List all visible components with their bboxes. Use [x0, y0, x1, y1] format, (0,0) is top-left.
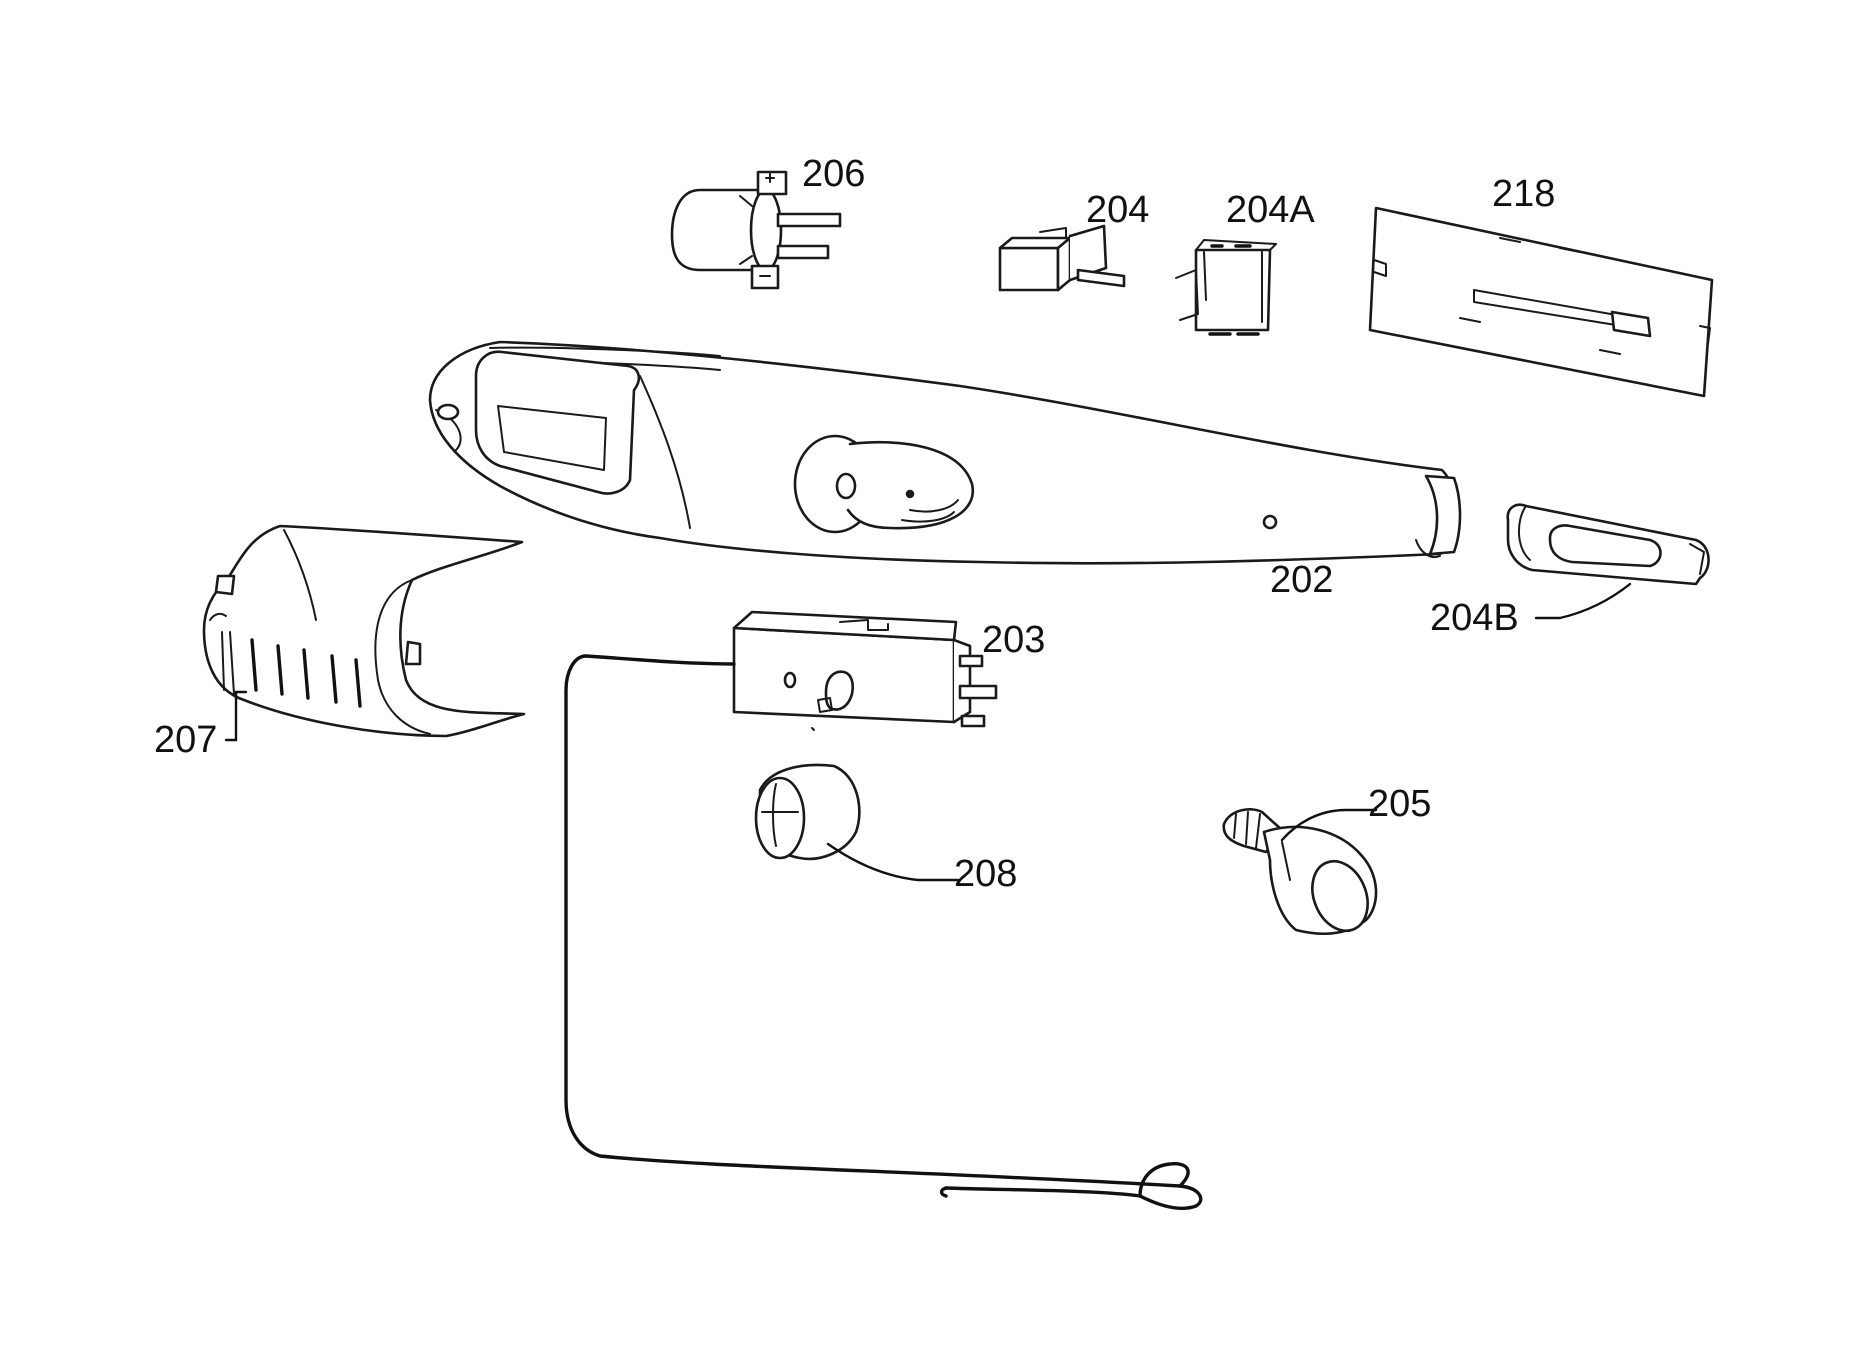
label-204a: 204A — [1226, 189, 1315, 231]
part-204b-lamp-cover — [1506, 503, 1710, 586]
label-203: 203 — [982, 619, 1045, 661]
part-204a-clip — [1175, 239, 1277, 336]
leader-lines — [224, 582, 1632, 882]
part-206-solenoid — [670, 170, 842, 290]
part-218-plate — [1368, 206, 1714, 398]
label-204: 204 — [1086, 189, 1149, 231]
callout-labels: 206 204 204A 218 202 204B 203 207 205 20… — [154, 153, 1555, 895]
label-208: 208 — [954, 853, 1017, 895]
part-203-thermostat — [732, 610, 998, 731]
label-207: 207 — [154, 719, 217, 761]
part-202-housing — [428, 340, 1462, 565]
leader-207 — [224, 690, 248, 742]
label-202: 202 — [1270, 559, 1333, 601]
leader-208 — [826, 842, 960, 882]
leader-205 — [1280, 808, 1378, 842]
leader-204b — [1534, 582, 1632, 620]
label-204b: 204B — [1430, 597, 1519, 639]
part-208-knob — [754, 763, 861, 861]
part-204-switch — [998, 224, 1126, 292]
part-207-lamp-shade — [202, 524, 526, 738]
label-206: 206 — [802, 153, 865, 195]
label-205: 205 — [1368, 783, 1431, 825]
label-218: 218 — [1492, 173, 1555, 215]
part-205-bulb — [1222, 808, 1378, 935]
capillary-tube — [564, 654, 1203, 1211]
